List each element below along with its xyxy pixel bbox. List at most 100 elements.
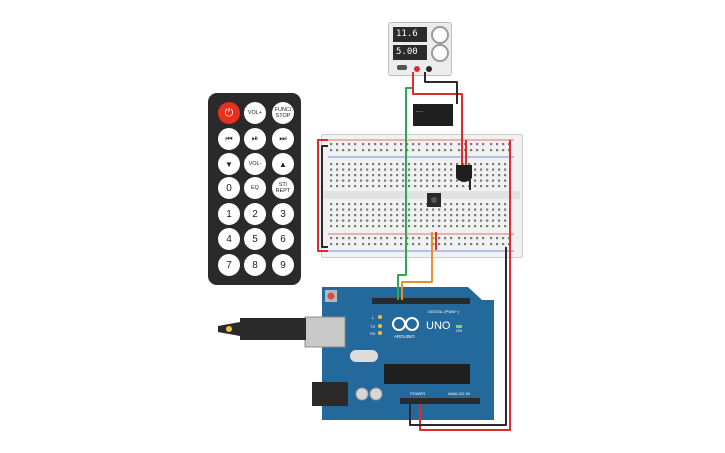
- rail-hole[interactable]: [438, 237, 441, 240]
- terminal-hole[interactable]: [474, 203, 477, 206]
- rail-hole[interactable]: [470, 237, 473, 240]
- rail-hole[interactable]: [444, 243, 447, 246]
- rail-hole[interactable]: [386, 143, 389, 146]
- terminal-hole[interactable]: [378, 225, 381, 228]
- terminal-hole[interactable]: [480, 163, 483, 166]
- terminal-hole[interactable]: [414, 225, 417, 228]
- remote-button-5[interactable]: 5: [244, 228, 266, 250]
- terminal-hole[interactable]: [474, 225, 477, 228]
- pushbutton[interactable]: [427, 193, 441, 207]
- terminal-hole[interactable]: [450, 185, 453, 188]
- terminal-hole[interactable]: [432, 163, 435, 166]
- rail-hole[interactable]: [336, 243, 339, 246]
- rail-hole[interactable]: [458, 143, 461, 146]
- terminal-hole[interactable]: [330, 179, 333, 182]
- terminal-hole[interactable]: [504, 214, 507, 217]
- terminal-hole[interactable]: [372, 219, 375, 222]
- rail-hole[interactable]: [482, 243, 485, 246]
- terminal-hole[interactable]: [438, 214, 441, 217]
- terminal-hole[interactable]: [372, 225, 375, 228]
- terminal-hole[interactable]: [396, 203, 399, 206]
- terminal-hole[interactable]: [342, 168, 345, 171]
- terminal-hole[interactable]: [354, 208, 357, 211]
- terminal-hole[interactable]: [498, 179, 501, 182]
- terminal-hole[interactable]: [456, 203, 459, 206]
- rail-hole[interactable]: [476, 143, 479, 146]
- terminal-hole[interactable]: [348, 174, 351, 177]
- remote-button-1[interactable]: 1: [218, 203, 240, 225]
- power-switch[interactable]: [397, 65, 407, 70]
- terminal-hole[interactable]: [492, 214, 495, 217]
- terminal-hole[interactable]: [456, 179, 459, 182]
- terminal-hole[interactable]: [504, 203, 507, 206]
- terminal-hole[interactable]: [420, 179, 423, 182]
- usb-cable[interactable]: [218, 318, 306, 340]
- terminal-hole[interactable]: [372, 163, 375, 166]
- remote-button-power[interactable]: ⏻: [218, 102, 240, 124]
- terminal-hole[interactable]: [354, 203, 357, 206]
- terminal-hole[interactable]: [360, 163, 363, 166]
- terminal-hole[interactable]: [402, 203, 405, 206]
- terminal-hole[interactable]: [330, 219, 333, 222]
- terminal-hole[interactable]: [360, 174, 363, 177]
- arduino-5v-wire[interactable]: [419, 140, 511, 431]
- rail-hole[interactable]: [444, 143, 447, 146]
- terminal-hole[interactable]: [408, 168, 411, 171]
- rail-hole[interactable]: [426, 143, 429, 146]
- terminal-hole[interactable]: [384, 225, 387, 228]
- terminal-hole[interactable]: [342, 203, 345, 206]
- terminal-hole[interactable]: [456, 208, 459, 211]
- rail-hole[interactable]: [426, 237, 429, 240]
- rail-hole[interactable]: [386, 237, 389, 240]
- usb-port[interactable]: [304, 316, 346, 348]
- terminal-hole[interactable]: [354, 174, 357, 177]
- terminal-hole[interactable]: [438, 219, 441, 222]
- relay[interactable]: ‐‐‐‐‐‐: [413, 104, 453, 126]
- terminal-hole[interactable]: [444, 179, 447, 182]
- terminal-hole[interactable]: [366, 174, 369, 177]
- terminal-hole[interactable]: [492, 185, 495, 188]
- rail-hole[interactable]: [476, 237, 479, 240]
- terminal-hole[interactable]: [348, 185, 351, 188]
- terminal-hole[interactable]: [414, 208, 417, 211]
- terminal-hole[interactable]: [474, 208, 477, 211]
- rail-hole[interactable]: [502, 237, 505, 240]
- terminal-hole[interactable]: [336, 168, 339, 171]
- terminal-hole[interactable]: [384, 203, 387, 206]
- current-knob[interactable]: [431, 44, 449, 62]
- terminal-hole[interactable]: [384, 174, 387, 177]
- terminal-hole[interactable]: [456, 163, 459, 166]
- rail-hole[interactable]: [380, 143, 383, 146]
- terminal-hole[interactable]: [450, 168, 453, 171]
- rail-hole[interactable]: [368, 243, 371, 246]
- analog-header[interactable]: [440, 398, 480, 404]
- terminal-hole[interactable]: [396, 163, 399, 166]
- terminal-hole[interactable]: [402, 185, 405, 188]
- rail-hole[interactable]: [426, 243, 429, 246]
- orange-signal-wire[interactable]: [401, 232, 433, 300]
- remote-button-3[interactable]: 3: [272, 203, 294, 225]
- terminal-hole[interactable]: [450, 179, 453, 182]
- rail-hole[interactable]: [330, 243, 333, 246]
- terminal-hole[interactable]: [492, 208, 495, 211]
- terminal-hole[interactable]: [432, 208, 435, 211]
- breadboard-holes[interactable]: [330, 143, 511, 246]
- terminal-hole[interactable]: [438, 208, 441, 211]
- terminal-hole[interactable]: [396, 179, 399, 182]
- terminal-hole[interactable]: [414, 219, 417, 222]
- terminal-hole[interactable]: [414, 163, 417, 166]
- rail-hole[interactable]: [348, 149, 351, 152]
- terminal-hole[interactable]: [402, 219, 405, 222]
- rail-hole[interactable]: [418, 243, 421, 246]
- left-black-rail-jumper[interactable]: [321, 145, 328, 248]
- terminal-hole[interactable]: [372, 174, 375, 177]
- terminal-hole[interactable]: [438, 225, 441, 228]
- rail-hole[interactable]: [432, 243, 435, 246]
- terminal-hole[interactable]: [330, 168, 333, 171]
- arduino-uno-board[interactable]: ARDUINO UNO DIGITAL (PWM~) POWER ANALOG …: [304, 287, 494, 420]
- terminal-hole[interactable]: [462, 185, 465, 188]
- digital-header[interactable]: [372, 298, 470, 304]
- terminal-hole[interactable]: [366, 225, 369, 228]
- terminal-hole[interactable]: [402, 174, 405, 177]
- pushbutton-cap[interactable]: [431, 197, 437, 203]
